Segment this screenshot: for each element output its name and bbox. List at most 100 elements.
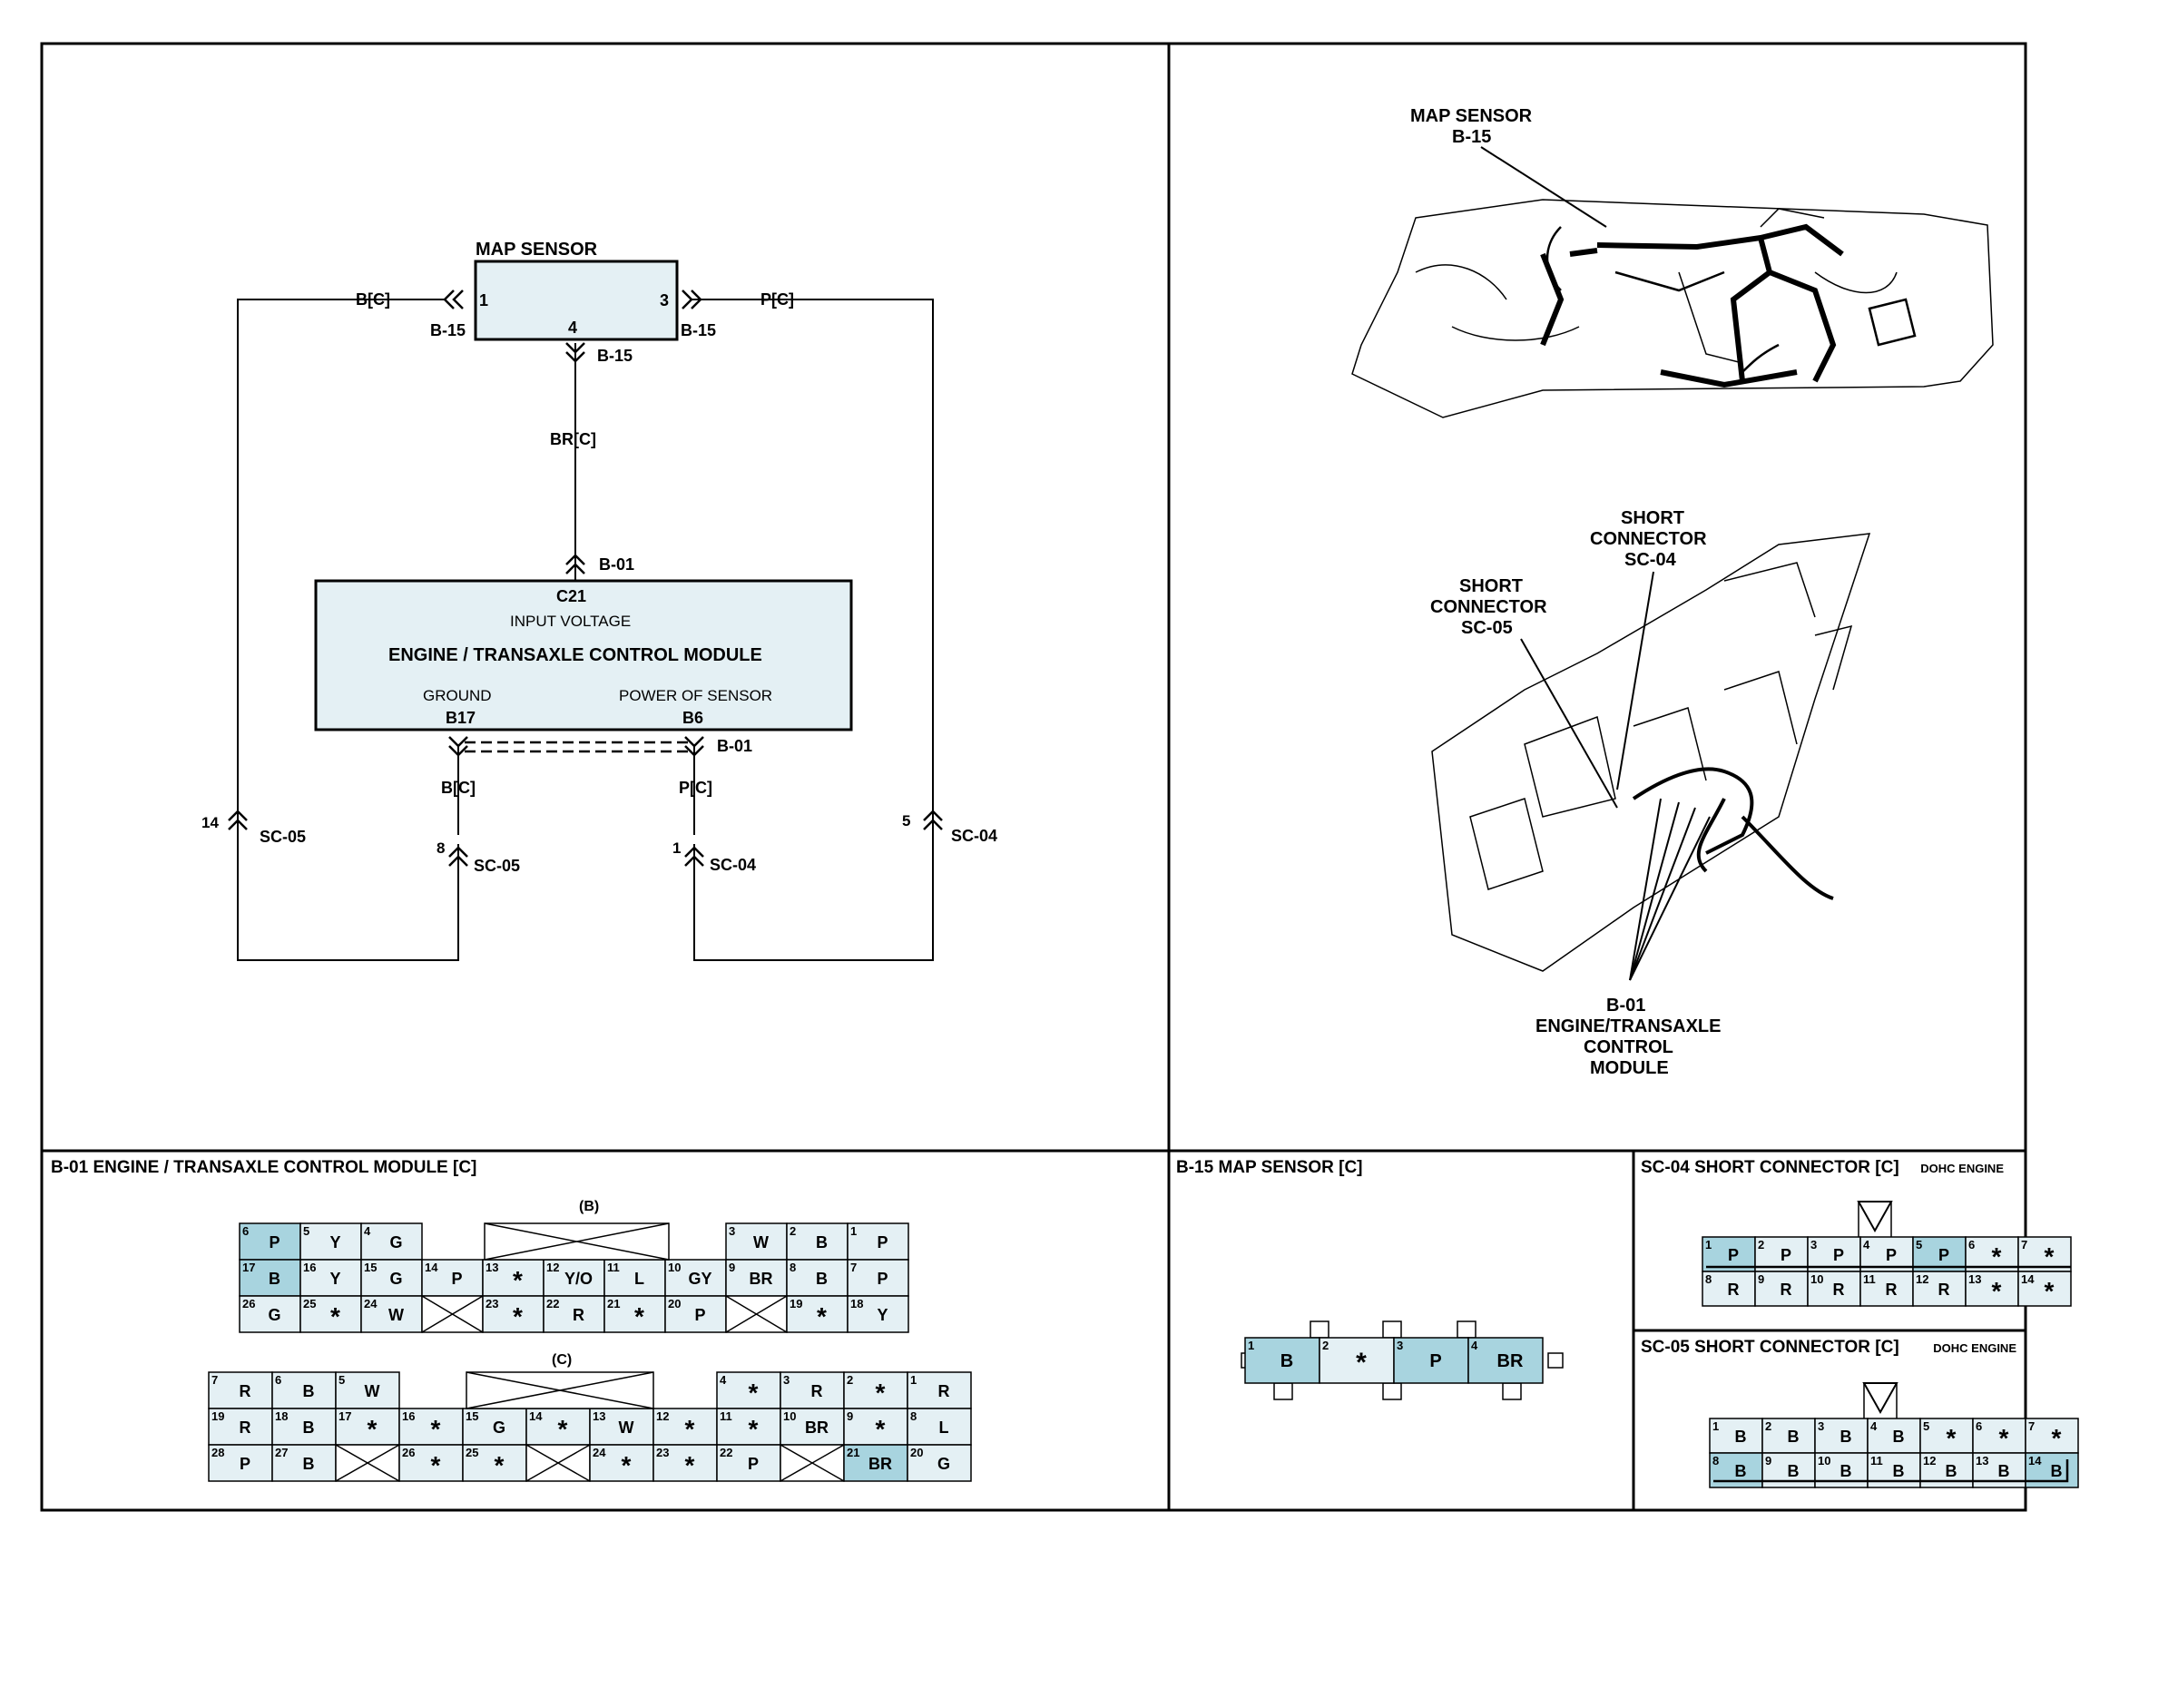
pin-number: 7 bbox=[2021, 1238, 2027, 1252]
wire-color: P bbox=[1938, 1246, 1949, 1264]
wire-label-b: B[C] bbox=[441, 779, 476, 797]
wire-color: BR bbox=[805, 1418, 829, 1437]
shield-line bbox=[465, 741, 688, 753]
pin-number: 22 bbox=[546, 1297, 559, 1310]
wire-color: * bbox=[513, 1302, 523, 1330]
pin-number: 9 bbox=[1765, 1454, 1771, 1468]
pin-number: 2 bbox=[847, 1373, 853, 1387]
connector-pin-cell: 4G bbox=[360, 1222, 423, 1261]
wire-color: L bbox=[939, 1418, 949, 1437]
pin-number: 4 bbox=[364, 1224, 371, 1238]
pin-number: 3 bbox=[783, 1373, 790, 1387]
pin-number: 9 bbox=[729, 1261, 735, 1274]
pin-number: 17 bbox=[338, 1409, 351, 1423]
connector-pin-cell: 9BR bbox=[725, 1259, 788, 1297]
connector-pin-cell: 5* bbox=[1919, 1418, 1974, 1454]
connector-pin-cell: 23* bbox=[652, 1444, 718, 1482]
locator-map-label-2: B-15 bbox=[1452, 127, 1491, 147]
connector-pin-cell: 6B bbox=[271, 1371, 337, 1409]
connector-pin-cell: 4BR bbox=[1467, 1337, 1544, 1384]
connector-pin-cell: 5Y bbox=[299, 1222, 362, 1261]
wire-color: G bbox=[937, 1455, 950, 1473]
connector-pin-cell: 22P bbox=[716, 1444, 781, 1482]
wire-color: * bbox=[749, 1415, 759, 1443]
connector-pin-cell: 19R bbox=[208, 1408, 273, 1446]
connector-pin-cell: 1P bbox=[1702, 1236, 1756, 1272]
wire-color: P bbox=[694, 1306, 705, 1324]
pin-number: 19 bbox=[790, 1297, 802, 1310]
wire-color: B bbox=[1788, 1462, 1800, 1480]
pin-number: 10 bbox=[1818, 1454, 1830, 1468]
connector-pin-cell: 11R bbox=[1859, 1271, 1914, 1307]
connector-pin-cell: 13W bbox=[589, 1408, 654, 1446]
connector-pin-cell: 3P bbox=[1807, 1236, 1861, 1272]
pin-number: 14 bbox=[425, 1261, 438, 1274]
connector-pin-cell: 22R bbox=[543, 1295, 605, 1333]
pin-number: 10 bbox=[783, 1409, 796, 1423]
pin-number: 21 bbox=[847, 1446, 859, 1459]
connector-pin-cell bbox=[335, 1444, 400, 1482]
pin-number: 2 bbox=[1322, 1339, 1329, 1352]
pin-number: 2 bbox=[790, 1224, 796, 1238]
wire-color: * bbox=[876, 1415, 886, 1443]
locator-sc05-line3: SC-05 bbox=[1461, 618, 1513, 638]
wire-color: B bbox=[303, 1382, 315, 1400]
wire-color: R bbox=[1728, 1281, 1740, 1299]
pin-number: 20 bbox=[910, 1446, 923, 1459]
ecm-box bbox=[314, 579, 853, 731]
pin-number: 6 bbox=[1976, 1419, 1982, 1433]
pin-number: 8 bbox=[1705, 1272, 1712, 1286]
wire-color: B bbox=[303, 1418, 315, 1437]
sheet-frame bbox=[40, 42, 2027, 1512]
pin-number: 4 bbox=[1863, 1238, 1870, 1252]
pin-number: 8 bbox=[910, 1409, 917, 1423]
pin-number: 14 bbox=[2028, 1454, 2042, 1468]
connector-b01-label-bottom: B-01 bbox=[717, 737, 752, 755]
connector-pin-cell bbox=[421, 1295, 484, 1333]
wire-color: P bbox=[1886, 1246, 1897, 1264]
wire-color: Y bbox=[329, 1270, 340, 1288]
pin-number: 23 bbox=[486, 1297, 498, 1310]
wire-color: * bbox=[1992, 1277, 2002, 1305]
connector-pin-cell: 20P bbox=[664, 1295, 727, 1333]
pin-number: 10 bbox=[668, 1261, 681, 1274]
pin-number: 2 bbox=[1765, 1419, 1771, 1433]
wire-color: R bbox=[1886, 1281, 1898, 1299]
pin-number: 13 bbox=[1976, 1454, 1988, 1468]
wire-color: B bbox=[1893, 1428, 1905, 1446]
pin-number: 16 bbox=[303, 1261, 316, 1274]
wire-color: B bbox=[1998, 1462, 2010, 1480]
wire-label-left: B[C] bbox=[356, 290, 390, 309]
wire-color: Y bbox=[877, 1306, 888, 1324]
connector-pin-cell: 2* bbox=[843, 1371, 908, 1409]
connector-pin-cell: 14P bbox=[421, 1259, 484, 1297]
sc05-engine-note: DOHC ENGINE bbox=[1933, 1341, 2016, 1355]
connector-b01-label-top: B-01 bbox=[599, 555, 634, 574]
pin-number: 3 bbox=[1810, 1238, 1817, 1252]
wire-color: B bbox=[2051, 1462, 2063, 1480]
wire-color: P bbox=[1833, 1246, 1844, 1264]
pin-number: 20 bbox=[668, 1297, 681, 1310]
wire-label-right: P[C] bbox=[760, 290, 794, 309]
pin-number: 22 bbox=[720, 1446, 732, 1459]
wire-color: P bbox=[451, 1270, 462, 1288]
wire-color: * bbox=[2052, 1424, 2062, 1452]
connector-pin-cell: 6* bbox=[1972, 1418, 2026, 1454]
connector-pin-cell: 9B bbox=[1761, 1452, 1816, 1488]
pin-number: 27 bbox=[275, 1446, 288, 1459]
wire-color: * bbox=[1992, 1242, 2002, 1271]
wire-color: P bbox=[877, 1233, 888, 1252]
connector-pin-cell: 8B bbox=[1709, 1452, 1763, 1488]
pin-number: 7 bbox=[850, 1261, 857, 1274]
pin-number: 1 bbox=[850, 1224, 857, 1238]
connector-pin-cell: 2* bbox=[1319, 1337, 1395, 1384]
connector-pin-cell: 11L bbox=[603, 1259, 666, 1297]
connector-pin-cell: 3P bbox=[1393, 1337, 1469, 1384]
connector-pin-cell: 5P bbox=[1912, 1236, 1967, 1272]
wire-color: * bbox=[495, 1451, 505, 1479]
sc04-connector-title: SC-04 SHORT CONNECTOR [C] bbox=[1641, 1158, 1899, 1177]
wire-color: * bbox=[2045, 1277, 2055, 1305]
pin-number: 4 bbox=[720, 1373, 727, 1387]
map-sensor-box bbox=[474, 260, 679, 341]
wire-color: B bbox=[1735, 1428, 1747, 1446]
